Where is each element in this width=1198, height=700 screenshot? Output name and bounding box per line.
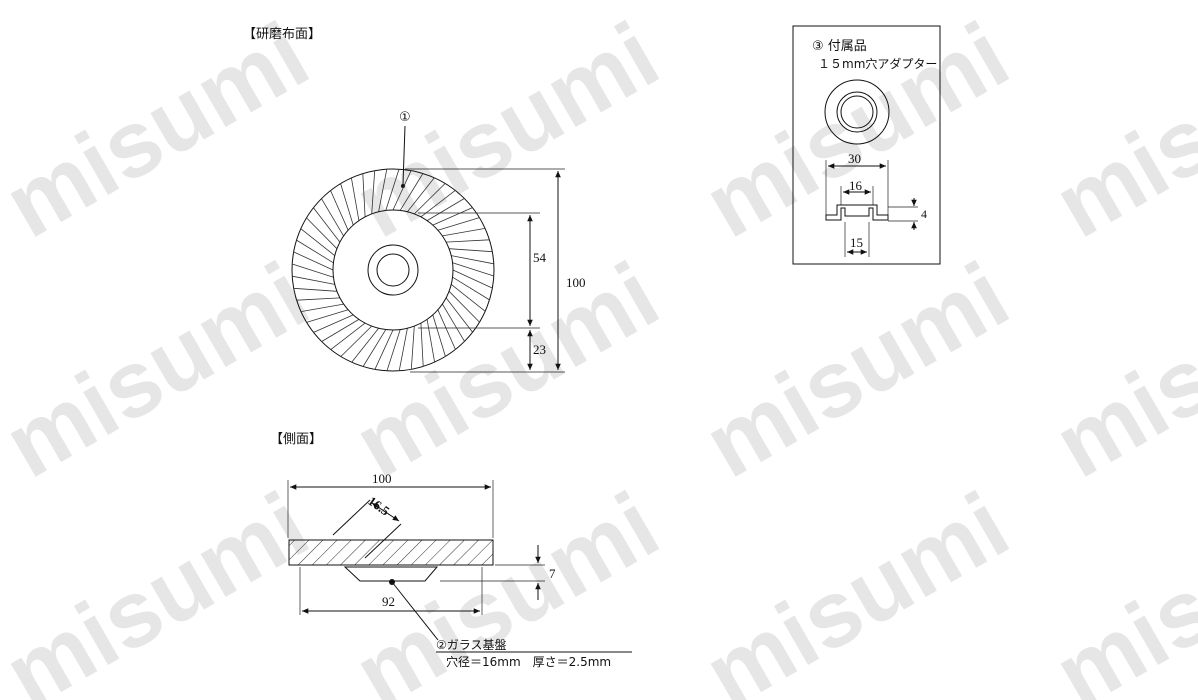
flap-line xyxy=(445,297,473,333)
part-1-leader xyxy=(402,125,406,185)
flap-line xyxy=(437,217,480,231)
flap-line xyxy=(351,177,360,221)
glass-base-spec: 穴径＝16mm 厚さ＝2.5mm xyxy=(446,654,611,669)
flap-inner-circle xyxy=(332,209,454,331)
watermark-text: misumi xyxy=(1038,242,1198,497)
flap-line xyxy=(378,169,388,212)
grinding-face-view: 【研磨布面】 ① 100 54 23 xyxy=(243,27,586,373)
flap-line xyxy=(420,190,456,218)
flap-line xyxy=(330,322,366,350)
hub-inner-circle xyxy=(376,253,410,287)
flap-line xyxy=(399,173,424,211)
flap-line xyxy=(442,228,486,237)
flap-line xyxy=(362,329,387,367)
watermark-text: misumi xyxy=(688,472,1026,700)
flap-line xyxy=(330,190,349,231)
flap-line xyxy=(392,170,412,211)
dim-label-16: 16 xyxy=(849,178,863,193)
watermark-text: misumi xyxy=(0,242,325,497)
flap-line xyxy=(426,319,435,363)
angle-line-inner xyxy=(364,523,402,559)
flap-line xyxy=(452,262,494,277)
adapter-outer-circle xyxy=(824,79,890,145)
flap-line xyxy=(448,291,480,323)
glass-base-section xyxy=(343,566,439,582)
dim-label-30: 30 xyxy=(848,151,861,166)
dim-label-height-7: 7 xyxy=(549,566,556,581)
flap-line xyxy=(407,177,435,212)
flap-line xyxy=(296,239,334,264)
flap-line xyxy=(432,314,446,357)
flap-line xyxy=(293,287,337,292)
watermark-text: misumi xyxy=(1038,472,1198,700)
flap-line xyxy=(452,276,490,301)
angle-line-outer xyxy=(332,499,371,536)
part-1-marker: ① xyxy=(399,110,411,125)
adapter-mid-circle xyxy=(836,91,878,133)
accessory-frame xyxy=(792,25,941,265)
flap-line xyxy=(340,325,372,357)
dim-label-width-100: 100 xyxy=(372,471,392,486)
flap-line xyxy=(321,198,344,237)
flap-line xyxy=(362,173,366,217)
accessory-title: ③ 付属品 xyxy=(812,39,867,54)
dim-label-23: 23 xyxy=(533,342,546,357)
flap-line xyxy=(313,207,341,243)
dim-line-16-5 xyxy=(371,502,400,522)
flap-line xyxy=(296,297,340,301)
dim-label-100: 100 xyxy=(566,275,586,290)
flap-line xyxy=(410,326,415,370)
flap-line xyxy=(351,328,379,363)
flap-line xyxy=(385,169,400,211)
adapter-inner-circle xyxy=(840,95,874,129)
flap-line xyxy=(321,319,360,342)
flap-line xyxy=(420,323,424,367)
flap-line xyxy=(300,228,335,256)
disc-cross-section xyxy=(288,539,494,566)
flap-line xyxy=(300,303,344,312)
disc-outer-circle xyxy=(291,168,495,372)
flap-line xyxy=(292,275,335,285)
flap-line xyxy=(306,217,338,249)
dim-label-15: 15 xyxy=(850,235,863,250)
glass-base-label: ②ガラス基盤 xyxy=(436,638,507,652)
flap-line xyxy=(426,198,465,221)
hub-outer-circle xyxy=(367,244,419,296)
adapter-cross-section xyxy=(825,204,889,221)
watermark-text: misumi xyxy=(0,472,325,700)
flap-line xyxy=(451,255,494,265)
flap-line xyxy=(306,309,349,323)
flap-line xyxy=(293,251,334,271)
glass-base-leader xyxy=(391,581,439,641)
flap-line xyxy=(371,170,376,214)
flap-line xyxy=(442,303,465,342)
flap-line xyxy=(432,207,473,226)
watermark-text: misumi xyxy=(338,242,676,497)
flap-line xyxy=(292,263,334,278)
watermark-text: misumi xyxy=(1038,2,1198,257)
dim-label-4: 4 xyxy=(921,207,927,221)
flap-line xyxy=(398,328,408,371)
dim-label-54: 54 xyxy=(533,250,547,265)
watermark-text: misumi xyxy=(338,2,676,257)
flap-line xyxy=(414,183,446,215)
flap-line xyxy=(437,309,456,350)
flap-line xyxy=(452,269,493,289)
dim-label-base-92: 92 xyxy=(382,594,395,609)
flap-line xyxy=(340,183,354,226)
flap-line xyxy=(446,239,490,243)
flap-line xyxy=(449,248,493,253)
side-view-title: 【側面】 xyxy=(270,432,322,447)
flap-line xyxy=(386,329,401,371)
flap-line xyxy=(451,284,486,312)
flap-line xyxy=(374,329,394,370)
accessory-subtitle: １５mm穴アダプター xyxy=(818,56,937,71)
flap-lines xyxy=(292,169,494,371)
flap-line xyxy=(313,314,354,333)
watermark-text: misumi xyxy=(688,242,1026,497)
accessory-view: ③ 付属品 １５mm穴アダプター 30 16 4 15 xyxy=(792,25,941,265)
grinding-face-title: 【研磨布面】 xyxy=(243,27,321,42)
